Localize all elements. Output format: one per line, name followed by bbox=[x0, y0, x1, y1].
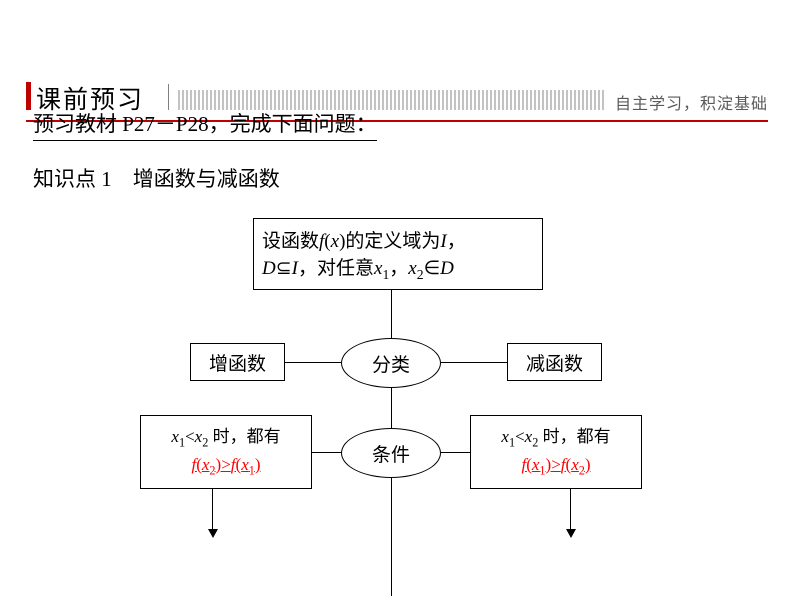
arrowhead-left-down bbox=[208, 529, 218, 538]
edge-classify-increasing bbox=[285, 362, 341, 363]
edge-right-down bbox=[570, 489, 571, 531]
node-right-condition-line2: f(x1)>f(x2) bbox=[521, 455, 591, 478]
header-subtitle: 自主学习，积淀基础 bbox=[604, 90, 768, 114]
node-increasing: 增函数 bbox=[190, 343, 285, 381]
edge-condition-right bbox=[441, 452, 470, 453]
node-condition: 条件 bbox=[341, 428, 441, 478]
edge-classify-decreasing bbox=[441, 362, 507, 363]
edge-condition-left bbox=[312, 452, 341, 453]
arrowhead-right-down bbox=[566, 529, 576, 538]
page-header: 课前预习 自主学习，积淀基础 bbox=[0, 40, 794, 122]
node-definition-line1: 设函数f(x)的定义域为I， bbox=[262, 230, 466, 252]
edge-classify-condition bbox=[391, 388, 392, 428]
page-title: 课前预习 bbox=[36, 87, 145, 114]
node-left-condition: x1<x2 时，都有 f(x2)>f(x1) bbox=[140, 415, 312, 489]
intro-line: 预习教材 P27－P28，完成下面问题： bbox=[33, 108, 377, 141]
flow-chart: 设函数f(x)的定义域为I， D⊆I，对任意x1，x2∈D 分类 增函数 减函数… bbox=[0, 200, 794, 596]
header-underline bbox=[26, 120, 768, 122]
node-classify: 分类 bbox=[341, 338, 441, 388]
edge-left-down bbox=[212, 489, 213, 531]
node-decreasing: 减函数 bbox=[507, 343, 602, 381]
node-definition: 设函数f(x)的定义域为I， D⊆I，对任意x1，x2∈D bbox=[253, 218, 543, 290]
node-right-condition: x1<x2 时，都有 f(x1)>f(x2) bbox=[470, 415, 642, 489]
knowledge-point-line: 知识点 1 增函数与减函数 bbox=[33, 167, 280, 191]
node-left-condition-line2: f(x2)>f(x1) bbox=[191, 455, 261, 478]
node-left-condition-line1: x1<x2 时，都有 bbox=[171, 427, 281, 450]
header-accent-bar bbox=[26, 82, 31, 110]
header-divider bbox=[168, 84, 169, 110]
edge-definition-classify bbox=[391, 290, 392, 338]
node-definition-line2: D⊆I，对任意x1，x2∈D bbox=[262, 258, 454, 283]
node-right-condition-line1: x1<x2 时，都有 bbox=[501, 427, 611, 450]
edge-condition-down bbox=[391, 478, 392, 596]
